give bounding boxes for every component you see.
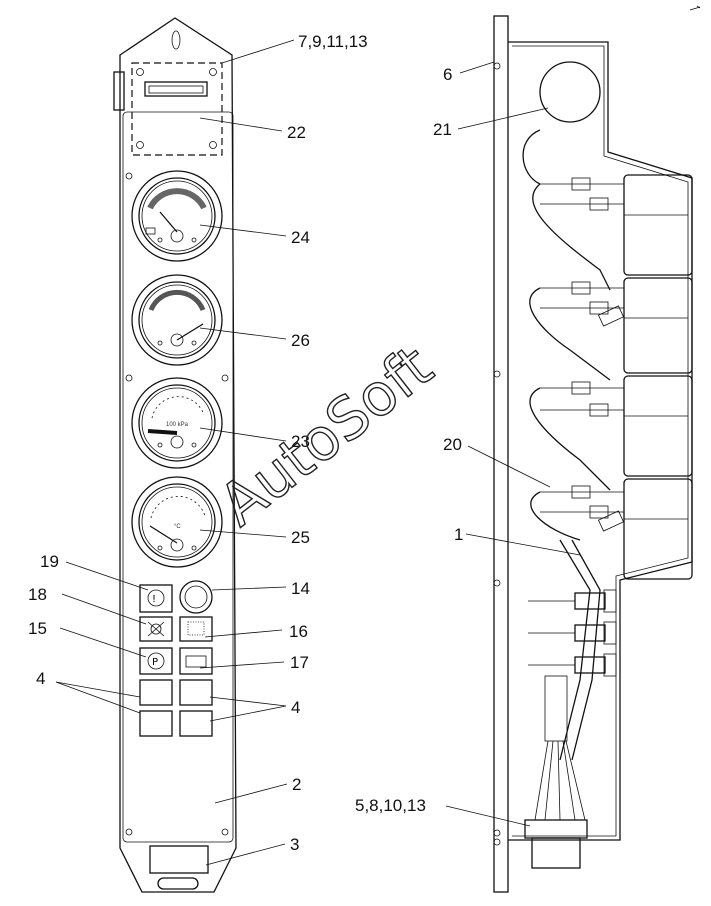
gauge-scale-band [148,289,206,312]
front-panel: 100 kPa °C ! [113,17,237,893]
callout-2: 2 [292,775,301,794]
indicator-18 [139,616,173,642]
gauge-scale-band [147,188,207,210]
blank-plug-4d [179,710,213,737]
gauge-oil-pressure: 100 kPa [131,377,223,469]
wire-connectors [540,177,624,519]
blank-plug-4a [139,679,173,706]
callout-19: 19 [40,552,59,571]
callout-14: 14 [291,579,310,598]
buzzer [539,61,601,123]
callout-26: 26 [291,331,310,350]
leader-lines [55,39,581,866]
bottom-bracket [149,845,209,874]
gauge-ammeter [125,274,229,382]
gauge-coolant-temperature: °C [131,476,223,568]
callout-23: 23 [291,432,310,451]
callout-24: 24 [291,228,310,247]
callout-21: 21 [433,120,452,139]
corner-mark [689,5,701,11]
blank-plug-4c [139,710,173,737]
svg-text:P: P [152,657,158,668]
callout-18: 18 [28,585,47,604]
indicator-16 [179,616,213,642]
gauge-unit-temp: °C [174,524,181,530]
callout-1: 1 [454,525,463,544]
callout-4-left: 4 [36,669,45,688]
callout-6: 6 [443,65,452,84]
indicator-15-parking-brake [139,647,173,675]
fuse-plate [131,62,223,156]
callout-4-right: 4 [291,698,300,717]
callout-20: 20 [443,435,462,454]
callout-15: 15 [28,619,47,638]
callout-16: 16 [289,622,308,641]
callout-25: 25 [291,528,310,547]
bottom-connector [524,819,588,839]
callout-7-9-11-13: 7,9,11,13 [298,32,368,51]
svg-text:!: ! [152,594,156,605]
gauge-unit-pressure: 100 kPa [166,422,189,428]
side-view [493,15,693,893]
callout-17: 17 [290,653,309,672]
blank-plug-4b [179,679,213,706]
indicator-19 [139,584,173,613]
callout-3: 3 [290,835,299,854]
callout-22: 22 [287,123,306,142]
callout-5-8-10-13: 5,8,10,13 [355,796,426,815]
callout-labels: 7,9,11,13 22 24 26 23 25 19 14 18 16 15 … [28,32,463,854]
indicator-17-battery [179,647,213,675]
watermark: AutoSoft [207,332,445,539]
button-14 [179,580,213,614]
gauge-voltmeter [125,170,223,262]
